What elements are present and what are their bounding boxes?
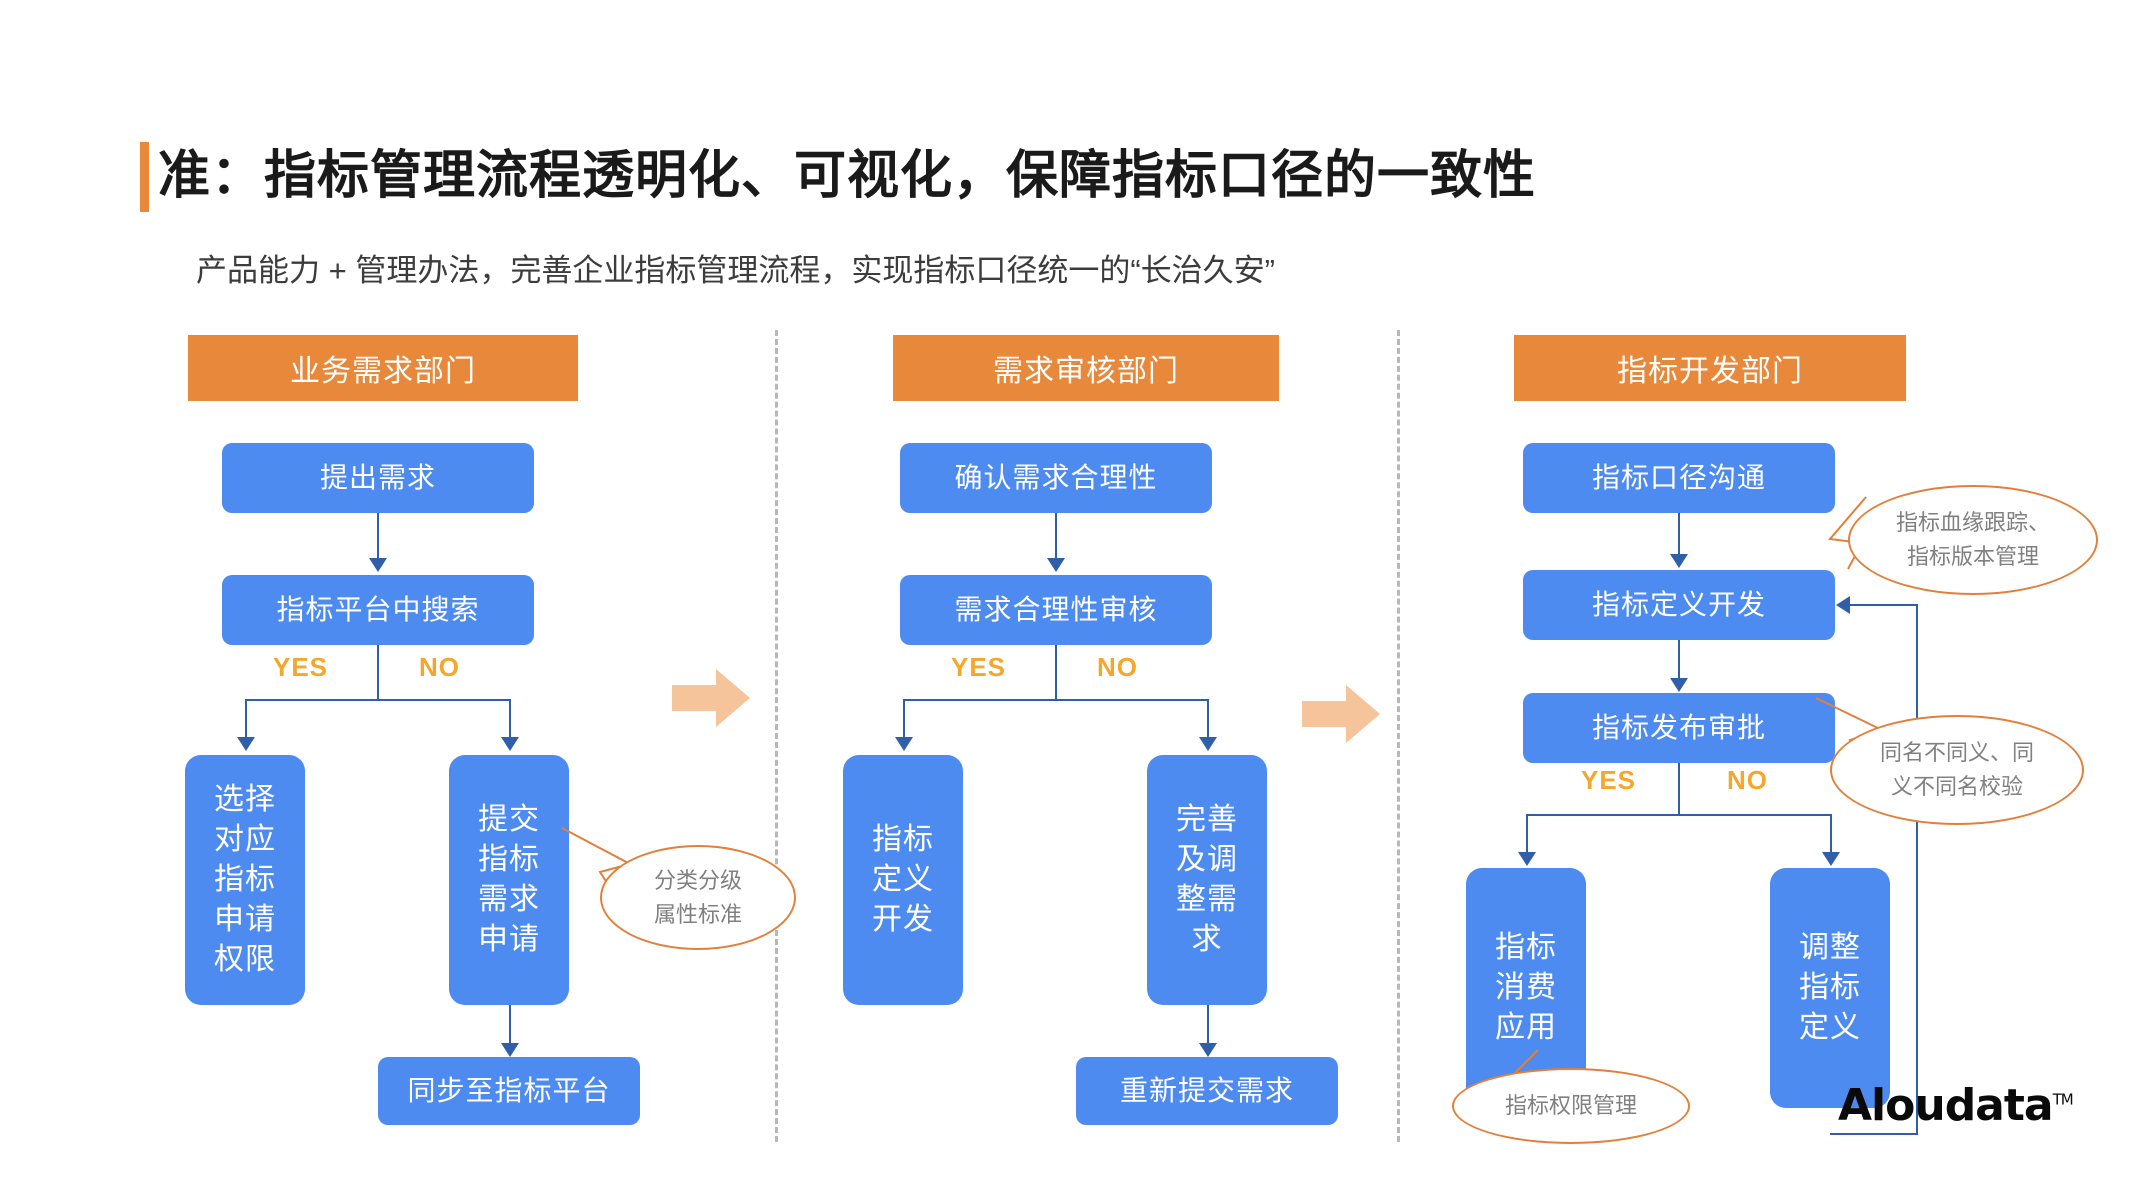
logo-tm: TM <box>2052 1090 2074 1109</box>
connector-c3-split-bar <box>1526 814 1831 816</box>
logo-wordmark: Aloudata <box>1838 1080 2054 1131</box>
connector-c3-right-drop <box>1830 814 1832 856</box>
connector-c3-split-stem <box>1678 763 1680 815</box>
arrowhead-c3-n3 <box>1670 678 1688 692</box>
node-metric-release-approval[interactable]: 指标发布审批 <box>1523 693 1835 763</box>
connector-c2-n1-n2 <box>1055 513 1057 563</box>
connector-c2-split-bar <box>903 699 1208 701</box>
connector-c1-split-stem <box>377 645 379 700</box>
node-search-metric-platform[interactable]: 指标平台中搜索 <box>222 575 534 645</box>
connector-c1-to-bottom <box>509 1005 511 1047</box>
column-divider-1 <box>775 330 778 1142</box>
label-c1-yes: YES <box>273 652 329 682</box>
connector-c3-n1-n2 <box>1678 513 1680 559</box>
label-c2-yes: YES <box>951 652 1007 682</box>
aloudata-logo: AloudataTM <box>1838 1080 2074 1131</box>
node-metric-consumption-application[interactable]: 指标 消费 应用 <box>1466 868 1586 1108</box>
page-subtitle: 产品能力 + 管理办法，完善企业指标管理流程，实现指标口径统一的“长治久安” <box>196 253 1275 288</box>
column-divider-2 <box>1397 330 1400 1142</box>
connector-c3-feedback-vertical <box>1916 605 1918 1135</box>
arrowhead-c1-bottom <box>501 1043 519 1057</box>
connector-c2-right-drop <box>1207 699 1209 741</box>
label-c3-yes: YES <box>1581 765 1637 795</box>
callout-bubble-lineage: 指标血缘跟踪、 指标版本管理 <box>1848 485 2098 595</box>
node-adjust-metric-definition[interactable]: 调整 指标 定义 <box>1770 868 1890 1108</box>
arrowhead-c1-n2 <box>369 558 387 572</box>
node-metric-definition-development[interactable]: 指标定义开发 <box>1523 570 1835 640</box>
title-accent-bar <box>140 142 149 212</box>
arrowhead-c2-bottom <box>1199 1043 1217 1057</box>
connector-c3-left-drop <box>1526 814 1528 856</box>
node-resubmit-demand[interactable]: 重新提交需求 <box>1076 1057 1338 1125</box>
callout-bubble-permission: 指标权限管理 <box>1452 1068 1690 1144</box>
node-metric-definition-dev[interactable]: 指标 定义 开发 <box>843 755 963 1005</box>
column-header-demand-review: 需求审核部门 <box>893 335 1279 401</box>
connector-c2-split-stem <box>1055 645 1057 700</box>
callout-bubble-classification: 分类分级 属性标准 <box>600 845 796 950</box>
node-submit-metric-request[interactable]: 提交 指标 需求 申请 <box>449 755 569 1005</box>
arrowhead-c3-n2 <box>1670 554 1688 568</box>
node-demand-validity-review[interactable]: 需求合理性审核 <box>900 575 1212 645</box>
arrowhead-c1-left <box>237 737 255 751</box>
connector-c1-right-drop <box>509 699 511 741</box>
connector-c3-feedback-bottom <box>1830 1133 1918 1135</box>
node-sync-to-platform[interactable]: 同步至指标平台 <box>378 1057 640 1125</box>
step-arrow-2-icon <box>1302 685 1380 743</box>
connector-c2-to-bottom <box>1207 1005 1209 1047</box>
arrowhead-c3-right <box>1822 852 1840 866</box>
step-arrow-1-icon <box>672 669 750 727</box>
connector-c1-split-bar <box>245 699 510 701</box>
connector-c3-n2-n3 <box>1678 640 1680 682</box>
arrowhead-c3-feedback <box>1836 596 1850 614</box>
arrowhead-c3-left <box>1518 852 1536 866</box>
arrowhead-c2-n2 <box>1047 558 1065 572</box>
connector-c1-n1-n2 <box>377 513 379 563</box>
callout-bubble-naming-check: 同名不同义、同 义不同名校验 <box>1830 715 2084 825</box>
connector-c3-feedback-top <box>1849 604 1918 606</box>
column-header-metric-development: 指标开发部门 <box>1514 335 1906 401</box>
arrowhead-c2-right <box>1199 737 1217 751</box>
arrowhead-c2-left <box>895 737 913 751</box>
label-c3-no: NO <box>1727 765 1768 795</box>
node-refine-adjust-demand[interactable]: 完善 及调 整需 求 <box>1147 755 1267 1005</box>
node-select-metric-permission[interactable]: 选择 对应 指标 申请 权限 <box>185 755 305 1005</box>
connector-c2-left-drop <box>903 699 905 741</box>
page-title: 准：指标管理流程透明化、可视化，保障指标口径的一致性 <box>158 147 1537 205</box>
arrowhead-c1-right <box>501 737 519 751</box>
node-submit-request[interactable]: 提出需求 <box>222 443 534 513</box>
node-metric-caliber-communication[interactable]: 指标口径沟通 <box>1523 443 1835 513</box>
label-c1-no: NO <box>419 652 460 682</box>
label-c2-no: NO <box>1097 652 1138 682</box>
node-confirm-demand-validity[interactable]: 确认需求合理性 <box>900 443 1212 513</box>
column-header-business-demand: 业务需求部门 <box>188 335 578 401</box>
connector-c1-left-drop <box>245 699 247 741</box>
